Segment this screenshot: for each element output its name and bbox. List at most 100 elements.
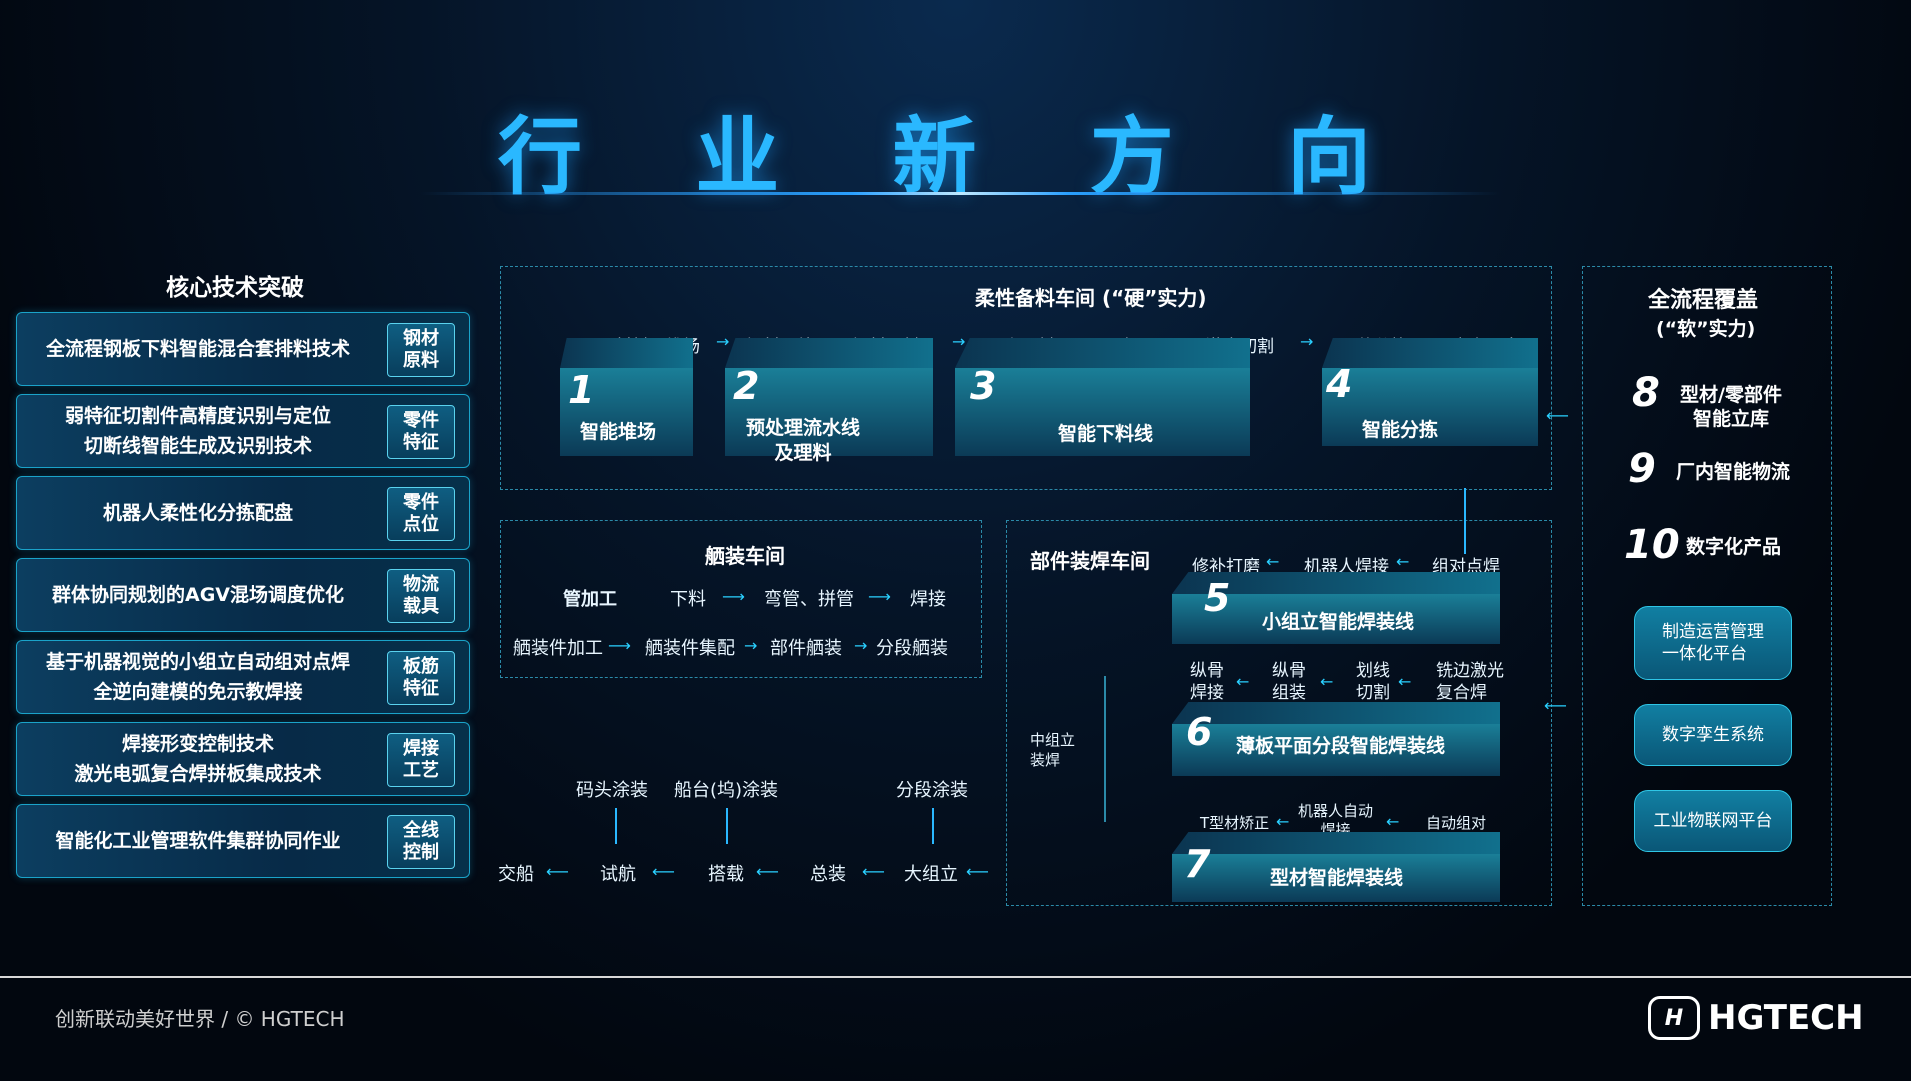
core-tech-badge: 全线控制 <box>387 815 455 869</box>
arrow-icon: ⟵ <box>1544 696 1567 715</box>
station-block-2 <box>725 338 933 456</box>
core-tech-text: 机器人柔性化分拣配盘 <box>102 502 293 524</box>
core-tech-item: 智能化工业管理软件集群协同作业 全线控制 <box>16 804 470 878</box>
pipe-step: 弯管、拼管 <box>764 589 854 610</box>
arrow-icon: → <box>744 636 758 655</box>
pipe-row1-label: 管加工 <box>563 589 617 610</box>
core-tech-text: 智能化工业管理软件集群协同作业 <box>55 830 341 852</box>
page-title: 行 业 新 方 向 <box>498 108 1413 206</box>
assembly-step: 大组立 <box>904 864 958 885</box>
coverage-number: 9 <box>1628 446 1656 492</box>
core-tech-text: 焊接形变控制技术激光电弧复合焊拼板集成技术 <box>74 733 322 785</box>
parts-workshop-panel <box>1006 520 1552 906</box>
line6-step: 纵骨焊接 <box>1190 661 1224 703</box>
station-number: 1 <box>568 368 595 412</box>
station-block-1 <box>560 338 693 456</box>
station-label: 智能下料线 <box>1058 423 1154 445</box>
core-tech-badge: 零件特征 <box>387 405 455 459</box>
station-number: 5 <box>1204 576 1231 620</box>
arrow-icon: ← <box>1386 812 1400 831</box>
assembly-step: 试航 <box>600 864 636 885</box>
connector-line <box>1464 488 1466 554</box>
footer-text: 创新联动美好世界 / © HGTECH <box>55 1007 345 1031</box>
arrow-icon: ⟵ <box>862 862 885 881</box>
connector-line <box>1104 676 1106 822</box>
digital-twin-button[interactable]: 数字孪生系统 <box>1634 704 1792 766</box>
logo-text: HGTECH <box>1708 998 1864 1038</box>
arrow-icon: ⟶ <box>868 587 891 606</box>
line7-label: 型材智能焊装线 <box>1270 867 1404 889</box>
core-tech-item: 全流程钢板下料智能混合套排料技术 钢材原料 <box>16 312 470 386</box>
pipe-step: 焊接 <box>910 589 946 610</box>
coverage-text: 厂内智能物流 <box>1676 461 1791 483</box>
core-heading: 核心技术突破 <box>166 275 304 301</box>
station-number: 4 <box>1326 362 1353 406</box>
assembly-step: 总装 <box>810 864 846 885</box>
coating-step: 船台(坞)涂装 <box>674 780 779 801</box>
pipe-step: 舾装件加工 <box>513 638 603 659</box>
station-number: 6 <box>1186 710 1213 754</box>
assembly-step: 交船 <box>498 864 534 885</box>
connector-line <box>932 808 934 844</box>
pipe-step: 下料 <box>670 589 706 610</box>
core-tech-text: 基于机器视觉的小组立自动组对点焊全逆向建模的免示教焊接 <box>45 651 350 703</box>
line5-block <box>1172 572 1500 644</box>
line6-step: 划线切割 <box>1356 661 1390 703</box>
core-tech-text: 全流程钢板下料智能混合套排料技术 <box>45 338 350 360</box>
iiot-platform-button[interactable]: 工业物联网平台 <box>1634 790 1792 852</box>
station-number: 7 <box>1184 842 1211 886</box>
coverage-text: 数字化产品 <box>1686 536 1782 558</box>
coverage-number: 10 <box>1624 522 1680 568</box>
line7-block <box>1172 832 1500 902</box>
pipe-step: 分段舾装 <box>876 638 948 659</box>
core-tech-badge: 板筋特征 <box>387 651 455 705</box>
station-label: 预处理流水线及理料 <box>745 417 860 464</box>
line6-label: 薄板平面分段智能焊装线 <box>1236 735 1446 757</box>
core-tech-badge: 钢材原料 <box>387 323 455 377</box>
coverage-subheading: (“软”实力) <box>1656 318 1756 340</box>
assembly-step: 搭载 <box>708 864 744 885</box>
arrow-icon: → <box>952 332 966 351</box>
line6-step: 纵骨组装 <box>1272 661 1306 703</box>
core-tech-text: 群体协同规划的AGV混场调度优化 <box>51 584 344 606</box>
arrow-icon: ⟵ <box>546 862 569 881</box>
line5-label: 小组立智能焊装线 <box>1262 611 1415 633</box>
arrow-icon: → <box>716 332 730 351</box>
flex-heading: 柔性备料车间 (“硬”实力) <box>975 286 1207 310</box>
station-block-4 <box>1322 338 1538 446</box>
arrow-icon: ⟵ <box>756 862 779 881</box>
arrow-icon: ← <box>1236 672 1250 691</box>
mid-assembly-label: 中组立装焊 <box>1030 731 1076 769</box>
connector-line <box>726 808 728 844</box>
line7-step: T型材矫正 <box>1200 814 1270 832</box>
core-tech-item: 弱特征切割件高精度识别与定位切断线智能生成及识别技术 零件特征 <box>16 394 470 468</box>
parts-heading: 部件装焊车间 <box>1030 549 1150 573</box>
arrow-icon: ← <box>1320 672 1334 691</box>
core-tech-badge: 物流载具 <box>387 569 455 623</box>
coating-step: 分段涂装 <box>896 780 968 801</box>
arrow-icon: ⟶ <box>608 636 631 655</box>
arrow-icon: ← <box>1266 552 1280 571</box>
core-tech-item: 基于机器视觉的小组立自动组对点焊全逆向建模的免示教焊接板筋特征 <box>16 640 470 714</box>
pipe-step: 部件舾装 <box>770 638 842 659</box>
coverage-number: 8 <box>1632 370 1660 416</box>
arrow-icon: ⟶ <box>722 587 745 606</box>
core-tech-item: 群体协同规划的AGV混场调度优化 物流载具 <box>16 558 470 632</box>
pipe-heading: 舾装车间 <box>705 544 785 568</box>
station-number: 2 <box>733 364 760 408</box>
core-tech-badge: 零件点位 <box>387 487 455 541</box>
arrow-icon: ⟵ <box>1546 406 1569 425</box>
station-label: 智能分拣 <box>1362 419 1439 441</box>
line7-step: 自动组对 <box>1426 814 1487 832</box>
connector-line <box>615 808 617 844</box>
core-tech-text: 弱特征切割件高精度识别与定位切断线智能生成及识别技术 <box>64 405 331 457</box>
logo-mark-icon: H <box>1648 996 1700 1040</box>
arrow-icon: ⟵ <box>966 862 989 881</box>
station-label: 智能堆场 <box>580 421 657 443</box>
arrow-icon: ← <box>1276 812 1290 831</box>
pipe-step: 舾装件集配 <box>645 638 735 659</box>
arrow-icon: → <box>1300 332 1314 351</box>
hgtech-logo: H HGTECH <box>1648 996 1864 1040</box>
coverage-heading: 全流程覆盖 <box>1648 288 1759 313</box>
mom-platform-button[interactable]: 制造运营管理一体化平台 <box>1634 606 1792 680</box>
